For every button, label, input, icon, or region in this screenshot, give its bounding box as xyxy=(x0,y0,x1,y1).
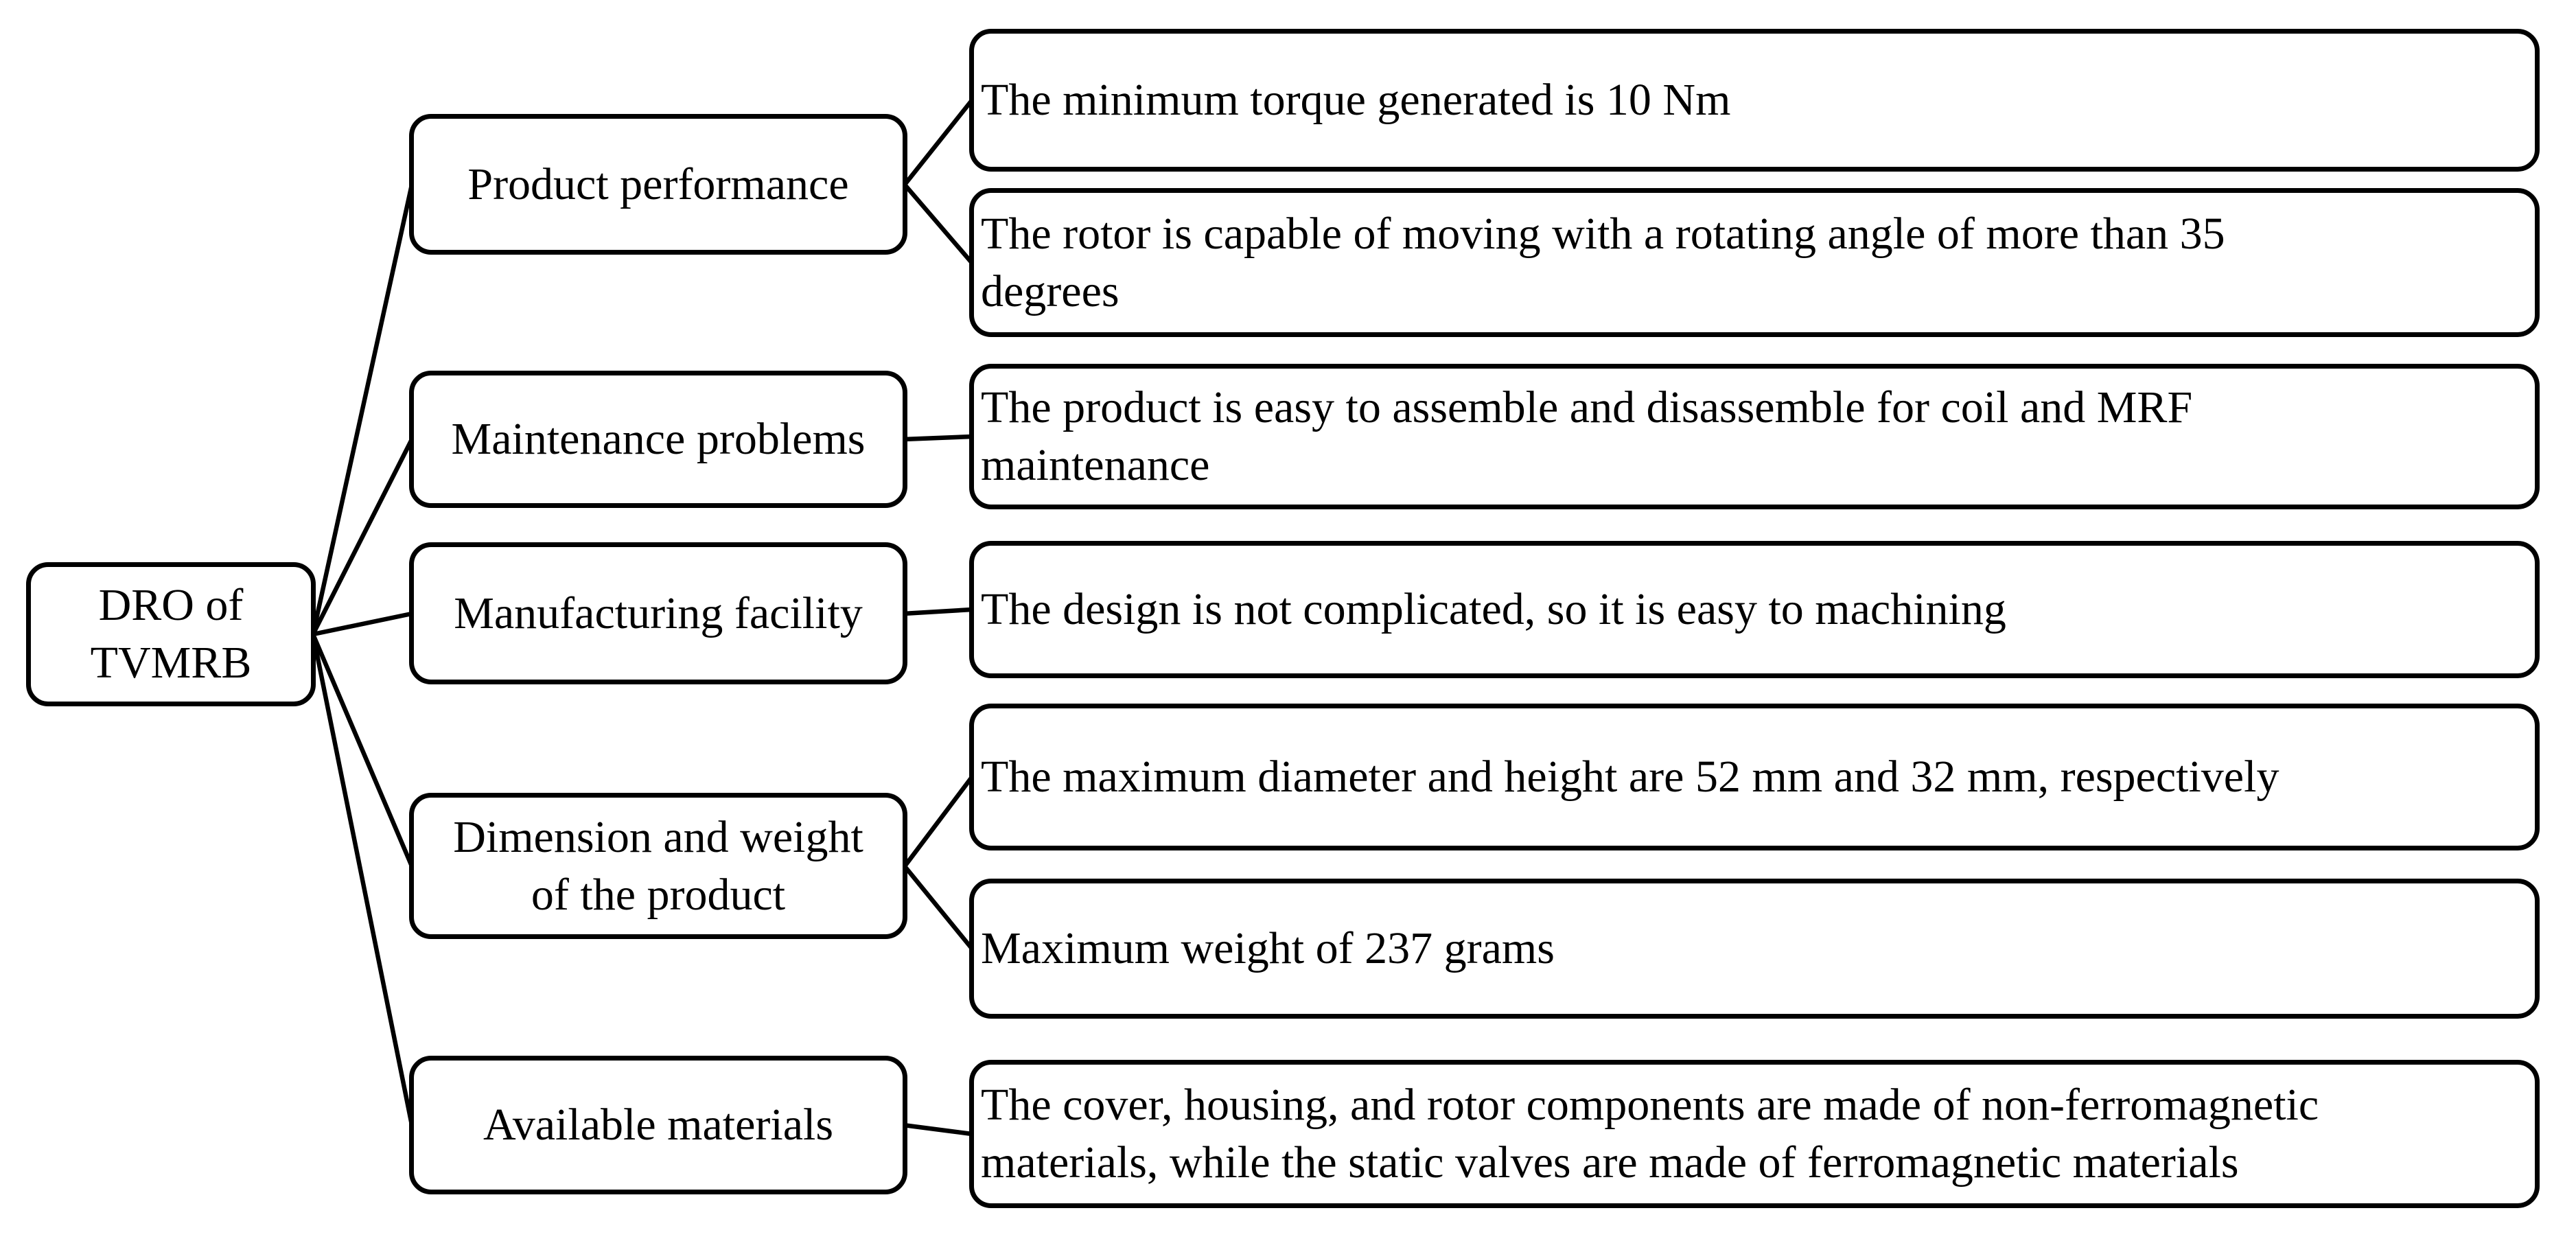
node-label-line: The design is not complicated, so it is … xyxy=(981,584,2006,634)
connector-root-product-performance xyxy=(310,182,415,637)
node-root-dro-of-tvmrb: DRO of TVMRB xyxy=(26,562,316,706)
node-category-available-materials: Available materials xyxy=(409,1056,907,1194)
node-label-line: Maximum weight of 237 grams xyxy=(981,923,1555,973)
node-label-line: materials, while the static valves are m… xyxy=(981,1137,2239,1188)
node-statement-max-diameter-height: The maximum diameter and height are 52 m… xyxy=(969,704,2540,850)
connector-maintenance-s3 xyxy=(901,434,975,442)
connector-product-performance-s2 xyxy=(902,182,975,266)
connector-product-performance-s1 xyxy=(902,97,975,187)
connector-root-maintenance-problems xyxy=(310,437,415,637)
node-label-line: The rotor is capable of moving with a ro… xyxy=(981,208,2225,259)
node-label-line: The minimum torque generated is 10 Nm xyxy=(981,75,1731,125)
node-category-maintenance-problems: Maintenance problems xyxy=(409,371,907,508)
node-label-line: The maximum diameter and height are 52 m… xyxy=(981,752,2279,802)
node-label-line: DRO of xyxy=(98,580,244,630)
node-label-line: maintenance xyxy=(981,440,1210,490)
node-category-manufacturing-facility: Manufacturing facility xyxy=(409,542,907,684)
connector-available-materials-s7 xyxy=(901,1122,975,1137)
node-label-line: of the product xyxy=(531,869,786,920)
connector-dimension-weight-s5 xyxy=(902,774,975,869)
node-statement-easy-machining: The design is not complicated, so it is … xyxy=(969,541,2540,678)
node-label-line: TVMRB xyxy=(90,638,252,688)
node-category-dimension-and-weight: Dimension and weight of the product xyxy=(409,793,907,939)
node-label-line: Manufacturing facility xyxy=(454,588,863,638)
node-statement-minimum-torque: The minimum torque generated is 10 Nm xyxy=(969,29,2540,172)
node-statement-assemble-disassemble: The product is easy to assemble and disa… xyxy=(969,364,2540,509)
node-label-line: Dimension and weight xyxy=(453,811,863,862)
node-label-line: The cover, housing, and rotor components… xyxy=(981,1080,2319,1130)
node-label-line: The product is easy to assemble and disa… xyxy=(981,382,2193,432)
node-statement-max-weight: Maximum weight of 237 grams xyxy=(969,879,2540,1019)
connector-manufacturing-s4 xyxy=(901,607,975,616)
connector-dimension-weight-s6 xyxy=(902,864,975,951)
node-statement-rotating-angle: The rotor is capable of moving with a ro… xyxy=(969,188,2540,337)
node-label-line: Product performance xyxy=(467,159,849,209)
node-label-line: Available materials xyxy=(483,1100,834,1150)
connector-root-manufacturing-facility xyxy=(310,611,415,637)
node-label-line: degrees xyxy=(981,266,1119,316)
node-statement-materials: The cover, housing, and rotor components… xyxy=(969,1060,2540,1208)
node-category-product-performance: Product performance xyxy=(409,114,907,255)
node-label-line: Maintenance problems xyxy=(451,414,866,464)
connector-root-dimension-weight xyxy=(310,632,415,869)
connector-root-available-materials xyxy=(310,632,415,1128)
